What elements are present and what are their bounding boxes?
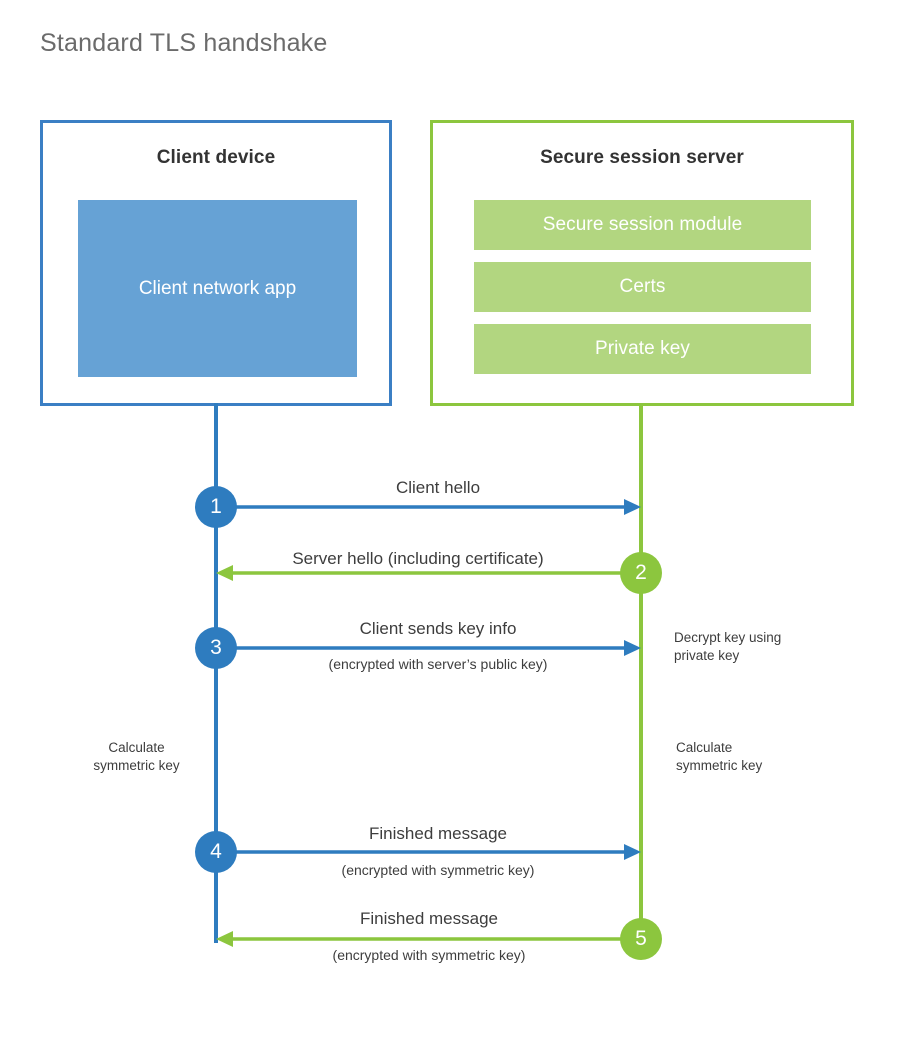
message-label-step-2: Server hello (including certificate) <box>292 549 544 568</box>
server-component-certs: Certs <box>474 262 811 312</box>
arrow-step-5 <box>216 931 641 947</box>
secure-session-server-title: Secure session server <box>540 147 744 168</box>
client-device-box: Client device Client network app <box>40 120 392 406</box>
message-sublabel-step-4: (encrypted with symmetric key) <box>341 862 535 878</box>
message-label-step-3: Client sends key info <box>359 619 517 638</box>
step-badge-3[interactable]: 3 <box>195 627 237 669</box>
message-label-step-4: Finished message <box>369 824 507 843</box>
step-badge-1[interactable]: 1 <box>195 486 237 528</box>
server-component-secure-session-module: Secure session module <box>474 200 811 250</box>
client-device-title: Client device <box>156 147 276 168</box>
step-badge-4[interactable]: 4 <box>195 831 237 873</box>
client-lifeline <box>214 403 218 943</box>
page-title: Standard TLS handshake <box>40 29 328 57</box>
server-component-label: Private key <box>594 338 691 359</box>
step-badge-5[interactable]: 5 <box>620 918 662 960</box>
server-component-private-key: Private key <box>474 324 811 374</box>
message-sublabel-step-5: (encrypted with symmetric key) <box>332 947 526 963</box>
step-badge-2[interactable]: 2 <box>620 552 662 594</box>
client-network-app-block: Client network app <box>78 200 357 377</box>
client-network-app-label: Client network app <box>138 277 297 299</box>
arrow-step-1 <box>216 499 641 515</box>
secure-session-server-box: Secure session server Secure session mod… <box>430 120 854 406</box>
annotation-calculate-symmetric-key-server: Calculate symmetric key <box>676 740 763 773</box>
annotation-decrypt-key: Decrypt key using private key <box>674 630 782 663</box>
annotation-calculate-symmetric-key-client: Calculate symmetric key <box>93 740 180 773</box>
server-component-label: Certs <box>619 276 666 297</box>
message-label-step-1: Client hello <box>395 478 481 497</box>
server-lifeline <box>639 403 643 943</box>
arrow-step-3 <box>216 640 641 656</box>
message-label-step-5: Finished message <box>360 909 498 928</box>
arrow-step-4 <box>216 844 641 860</box>
message-sublabel-step-3: (encrypted with server’s public key) <box>328 656 548 672</box>
server-component-label: Secure session module <box>542 214 743 235</box>
